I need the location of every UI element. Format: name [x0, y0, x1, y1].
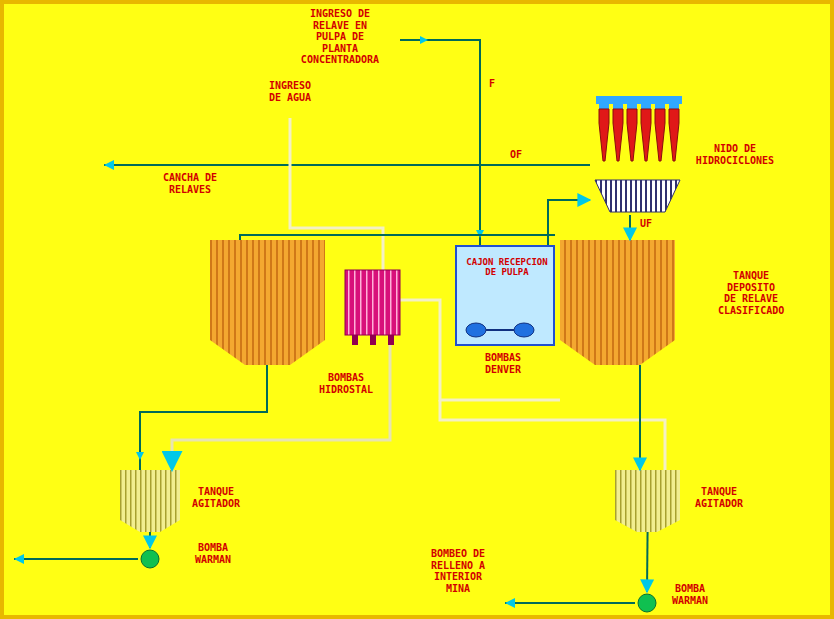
equipment-node: BOMBA WARMAN [635, 592, 659, 614]
equipment-node: NIDO DE HIDROCICLONES [590, 95, 685, 215]
agitator-tank [615, 470, 680, 520]
equipment-label: TANQUE AGITADOR [185, 486, 247, 509]
pump-pipe [486, 329, 514, 331]
equipment-label: TANQUE AGITADOR [688, 486, 750, 509]
cyclone-header [596, 96, 682, 104]
equipment-label: BOMBAS DENVER [468, 352, 538, 375]
cyclone-manifold [595, 180, 680, 212]
equipment-label: BOMBA WARMAN [188, 542, 238, 565]
flow-label: INGRESO DE AGUA [264, 80, 316, 103]
equipment-node: TANQUE AGITADOR [120, 470, 180, 532]
pump-leg [370, 335, 376, 345]
cyclone-inlet [641, 104, 651, 109]
flow-arrow [104, 160, 114, 170]
fill-pipe [14, 558, 138, 560]
equipment-label: CAJON RECEPCION DE PULPA [461, 257, 553, 278]
hydrocyclone [669, 109, 679, 161]
pipe-connector [629, 215, 631, 240]
water-pipe [440, 400, 665, 470]
flow-arrow [420, 36, 428, 44]
pulp-pipe [240, 235, 555, 240]
pump-leg [352, 335, 358, 345]
pipe-connector [172, 345, 390, 470]
pipe-connector [646, 532, 649, 592]
agitator-tank [120, 470, 180, 520]
hydrocyclone [655, 109, 665, 161]
tank-cone [120, 520, 180, 532]
equipment-node: BOMBA WARMAN [138, 548, 162, 570]
equipment-label: BOMBAS HIDROSTAL [317, 372, 375, 395]
overflow-pipe [104, 164, 590, 166]
warman-pump [638, 594, 656, 612]
pipe-connector [639, 365, 641, 470]
equipment-node: TANQUE DEPOSITO DE RELAVE CLASIFICADO [560, 240, 675, 365]
storage-tank [210, 240, 325, 340]
denver-pumps [462, 318, 540, 342]
hydrocyclone [627, 109, 637, 161]
hydrocyclone [613, 109, 623, 161]
flow-arrow [14, 554, 24, 564]
pulp-pipe [140, 365, 267, 470]
flow-label: INGRESO DE RELAVE EN PULPA DE PLANTA CON… [296, 8, 384, 66]
equipment-label: BOMBA WARMAN [665, 583, 715, 606]
pipe-connector [149, 532, 151, 548]
tank-cone [210, 340, 325, 365]
cyclone-inlet [599, 104, 609, 109]
hydrocyclone [599, 109, 609, 161]
cyclone-inlet [669, 104, 679, 109]
flow-arrow [505, 598, 515, 608]
equipment-node: BOMBAS HIDROSTAL [345, 270, 400, 345]
flow-label: F [486, 78, 498, 90]
flow-arrow [136, 452, 144, 460]
cyclone-inlet [613, 104, 623, 109]
warman-pump [141, 550, 159, 568]
receiving-box: CAJON RECEPCION DE PULPA BOMBAS DENVER [455, 245, 555, 346]
flow-label: CANCHA DE RELAVES [148, 172, 232, 195]
stream-label: UF [638, 218, 654, 229]
pump-leg [388, 335, 394, 345]
equipment-node: TANQUE AGITADOR [615, 470, 680, 532]
pump-symbol [514, 323, 534, 337]
flow-label: BOMBEO DE RELLENO A INTERIOR MINA [422, 548, 494, 594]
equipment-label: TANQUE DEPOSITO DE RELAVE CLASIFICADO [718, 270, 784, 316]
hidrostal-pumps [345, 270, 400, 335]
storage-tank [560, 240, 675, 340]
tank-cone [560, 340, 675, 365]
cyclone-inlet [655, 104, 665, 109]
fill-pipe [505, 602, 635, 604]
feed-pipe [400, 40, 480, 245]
hydrocyclone [641, 109, 651, 161]
tank-cone [615, 520, 680, 532]
equipment-node: BOMBAS DENVER [462, 318, 540, 342]
cyclone-inlet [627, 104, 637, 109]
flow-label: OF [506, 149, 526, 161]
pump-symbol [466, 323, 486, 337]
equipment-label: NIDO DE HIDROCICLONES [690, 143, 780, 166]
